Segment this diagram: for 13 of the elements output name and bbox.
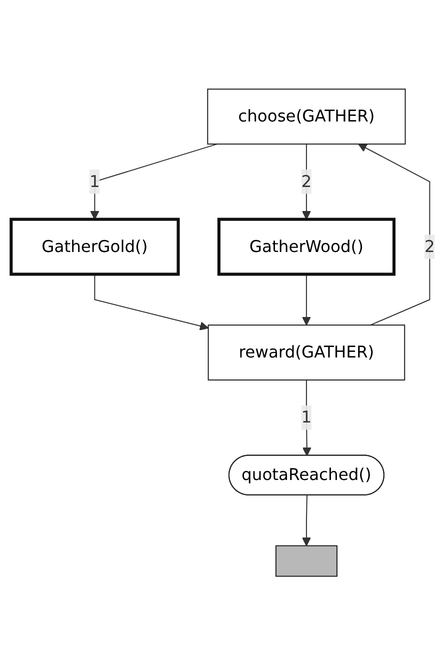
arrow (358, 144, 430, 326)
arrow (302, 274, 311, 326)
arrow (94, 274, 209, 331)
node-box (275, 546, 338, 578)
node-box: GatherWood() (217, 218, 396, 276)
edge-label: 2 (301, 172, 312, 192)
edge-label: 1 (90, 172, 100, 192)
node-box: GatherGold() (10, 218, 180, 276)
node-box: reward(GATHER) (208, 324, 406, 381)
edge-label: 2 (424, 236, 435, 256)
arrow (302, 496, 311, 546)
node-box: choose(GATHER) (207, 88, 406, 145)
edge-label: 1 (301, 408, 312, 428)
